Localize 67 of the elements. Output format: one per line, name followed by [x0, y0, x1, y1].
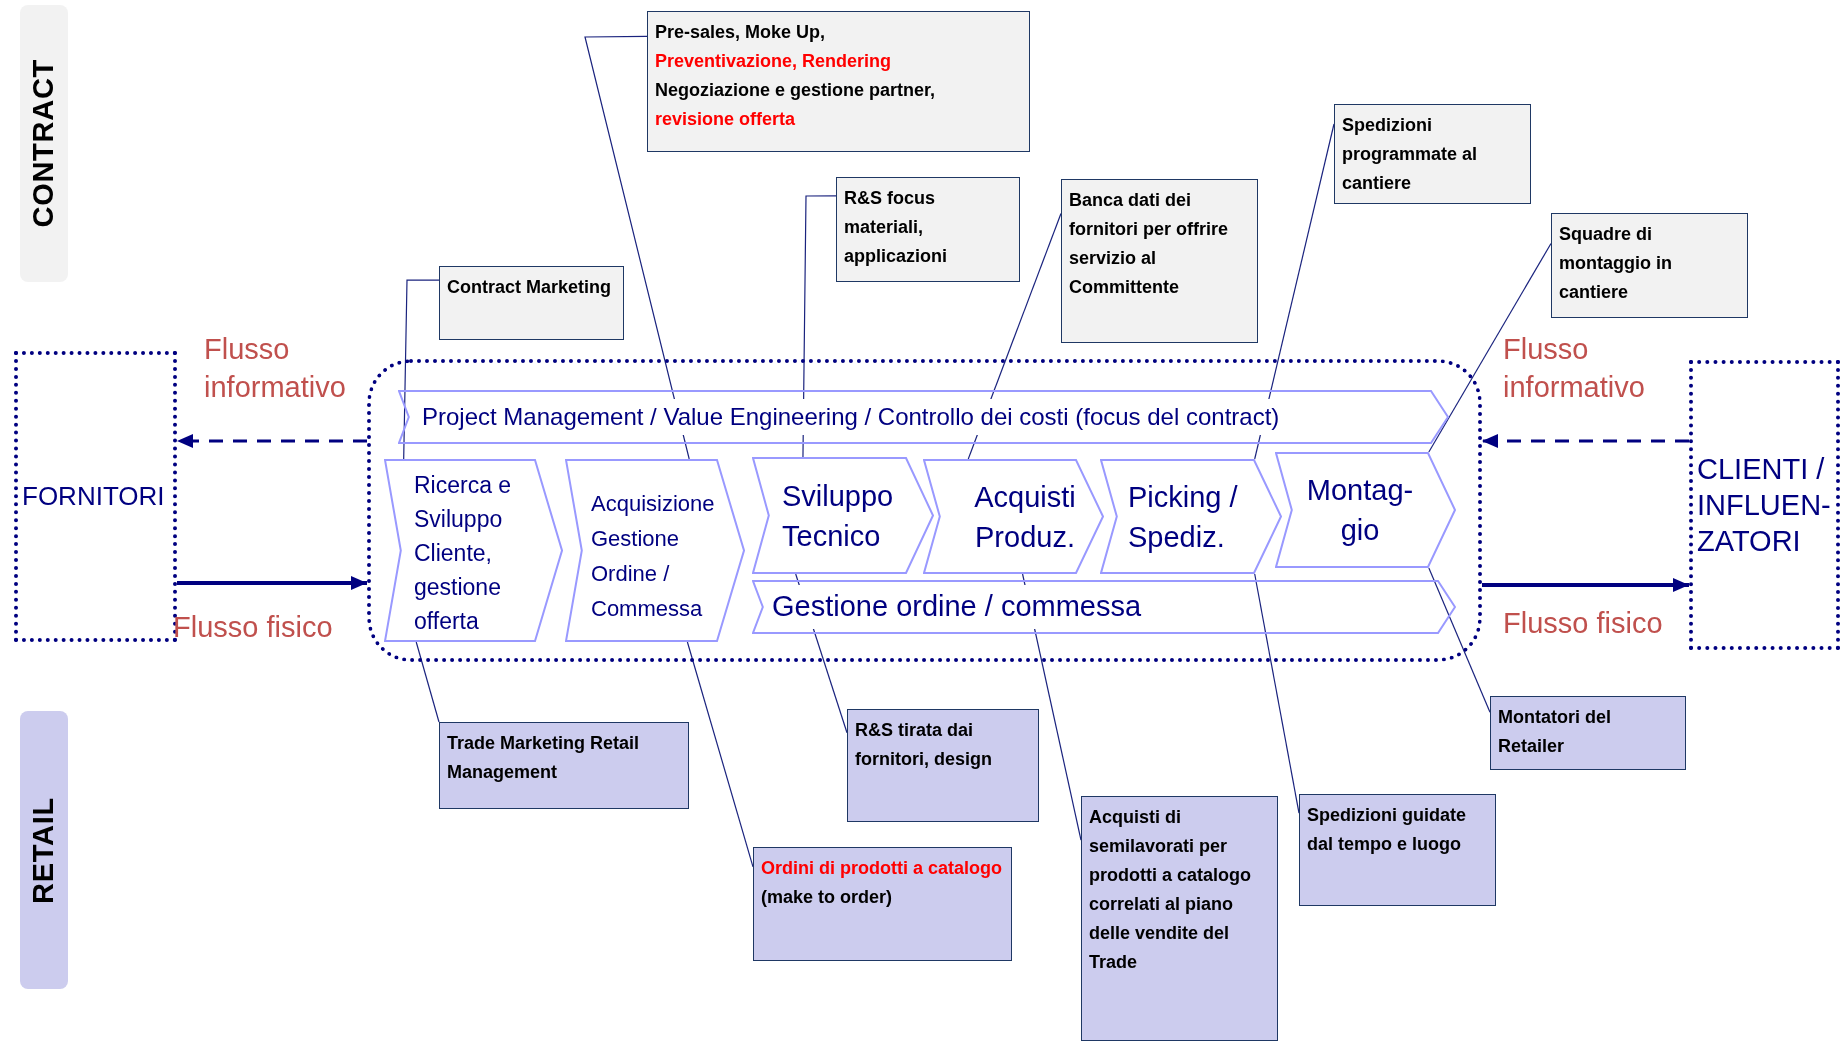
callout-text: R&S tirata dai fornitori, design [855, 719, 993, 771]
step-label: Picking / Spediz. [1128, 479, 1239, 555]
callout-box [439, 722, 689, 809]
callout-box [1081, 796, 1278, 1041]
callout-text: Preventivazione, Rendering [655, 50, 893, 73]
section-band [20, 711, 68, 989]
leader-line [415, 641, 440, 723]
leader-line [403, 279, 440, 460]
step-label: Project Management / Value Engineering / Controllo dei costi (focus del contract) [422, 399, 1280, 435]
callout-text: Squadre di montaggio in cantiere [1559, 223, 1673, 304]
flow-arrow [1482, 578, 1689, 592]
flow-arrow [177, 576, 367, 590]
step-label: Montag- gio [1305, 473, 1415, 548]
callout-box [647, 11, 1030, 152]
dashed-flow-arrow [177, 434, 367, 448]
callout-text: Ordini di prodotti a catalogo (make to order) [761, 857, 1003, 909]
flow-label: Flusso fisico [1503, 606, 1664, 641]
chevron-step [398, 390, 1449, 444]
callout-text: Pre-sales, Moke Up, [655, 21, 827, 44]
chevron-step [384, 459, 563, 642]
party-label: CLIENTI / INFLUEN- ZATORI [1696, 452, 1832, 559]
callout-box [836, 177, 1020, 282]
callout-box [847, 709, 1039, 822]
flow-label: Flusso fisico [173, 610, 334, 645]
chevron-step [565, 459, 745, 642]
leader-line [686, 641, 754, 868]
flow-label: Flusso informativo [1503, 332, 1646, 405]
callout-text: Contract Marketing [447, 276, 613, 299]
leader-line [1428, 242, 1552, 453]
callout-text: Negoziazione e gestione partner, [655, 79, 937, 102]
callout-box [1334, 104, 1531, 204]
callout-text: Montatori del Retailer [1498, 706, 1612, 758]
step-label: Gestione ordine / commessa [772, 585, 1142, 629]
chevron-step [752, 580, 1456, 634]
leader-line [1254, 123, 1335, 460]
callout-box [1551, 213, 1748, 318]
callout-box [439, 266, 624, 340]
party-label: FORNITORI [21, 480, 166, 513]
callout-text: R&S focus materiali, applicazioni [844, 187, 949, 268]
step-label: Acquisizione Gestione Ordine / Commessa [591, 489, 716, 623]
callout-text: Spedizioni programmate al cantiere [1342, 114, 1479, 195]
callout-text: Acquisti di semilavorati per prodotti a catalogo correlati al piano delle vendite del Trade [1089, 806, 1252, 974]
step-label: Acquisti Produz. [973, 479, 1077, 555]
callout-box [1299, 794, 1496, 906]
callout-text: Banca dati dei fornitori per offrire servizio al Committente [1069, 189, 1229, 299]
section-label: RETAIL [26, 796, 61, 904]
step-label: Ricerca e Sviluppo Cliente, gestione offerta [414, 470, 513, 636]
leader-line [584, 35, 690, 460]
callout-box [1061, 179, 1258, 343]
dotted-frame [1689, 360, 1840, 650]
leader-line [1428, 567, 1491, 713]
dotted-group-outline [367, 359, 1482, 662]
dotted-frame [14, 351, 177, 642]
chevron-step [1100, 459, 1282, 574]
chevron-step [923, 459, 1104, 574]
leader-line [1254, 573, 1300, 814]
flow-label: Flusso informativo [204, 332, 347, 405]
chevron-step [1275, 452, 1456, 568]
dashed-flow-arrow [1482, 434, 1689, 448]
callout-text: Spedizioni guidate dal tempo e luogo [1307, 804, 1467, 856]
callout-box [1490, 696, 1686, 770]
callout-text: Trade Marketing Retail Management [447, 732, 641, 784]
callout-text: revisione offerta [655, 108, 797, 131]
section-label: CONTRACT [26, 59, 61, 228]
chevron-step [752, 457, 934, 574]
callout-box [753, 847, 1012, 961]
step-label: Sviluppo Tecnico [782, 478, 895, 554]
